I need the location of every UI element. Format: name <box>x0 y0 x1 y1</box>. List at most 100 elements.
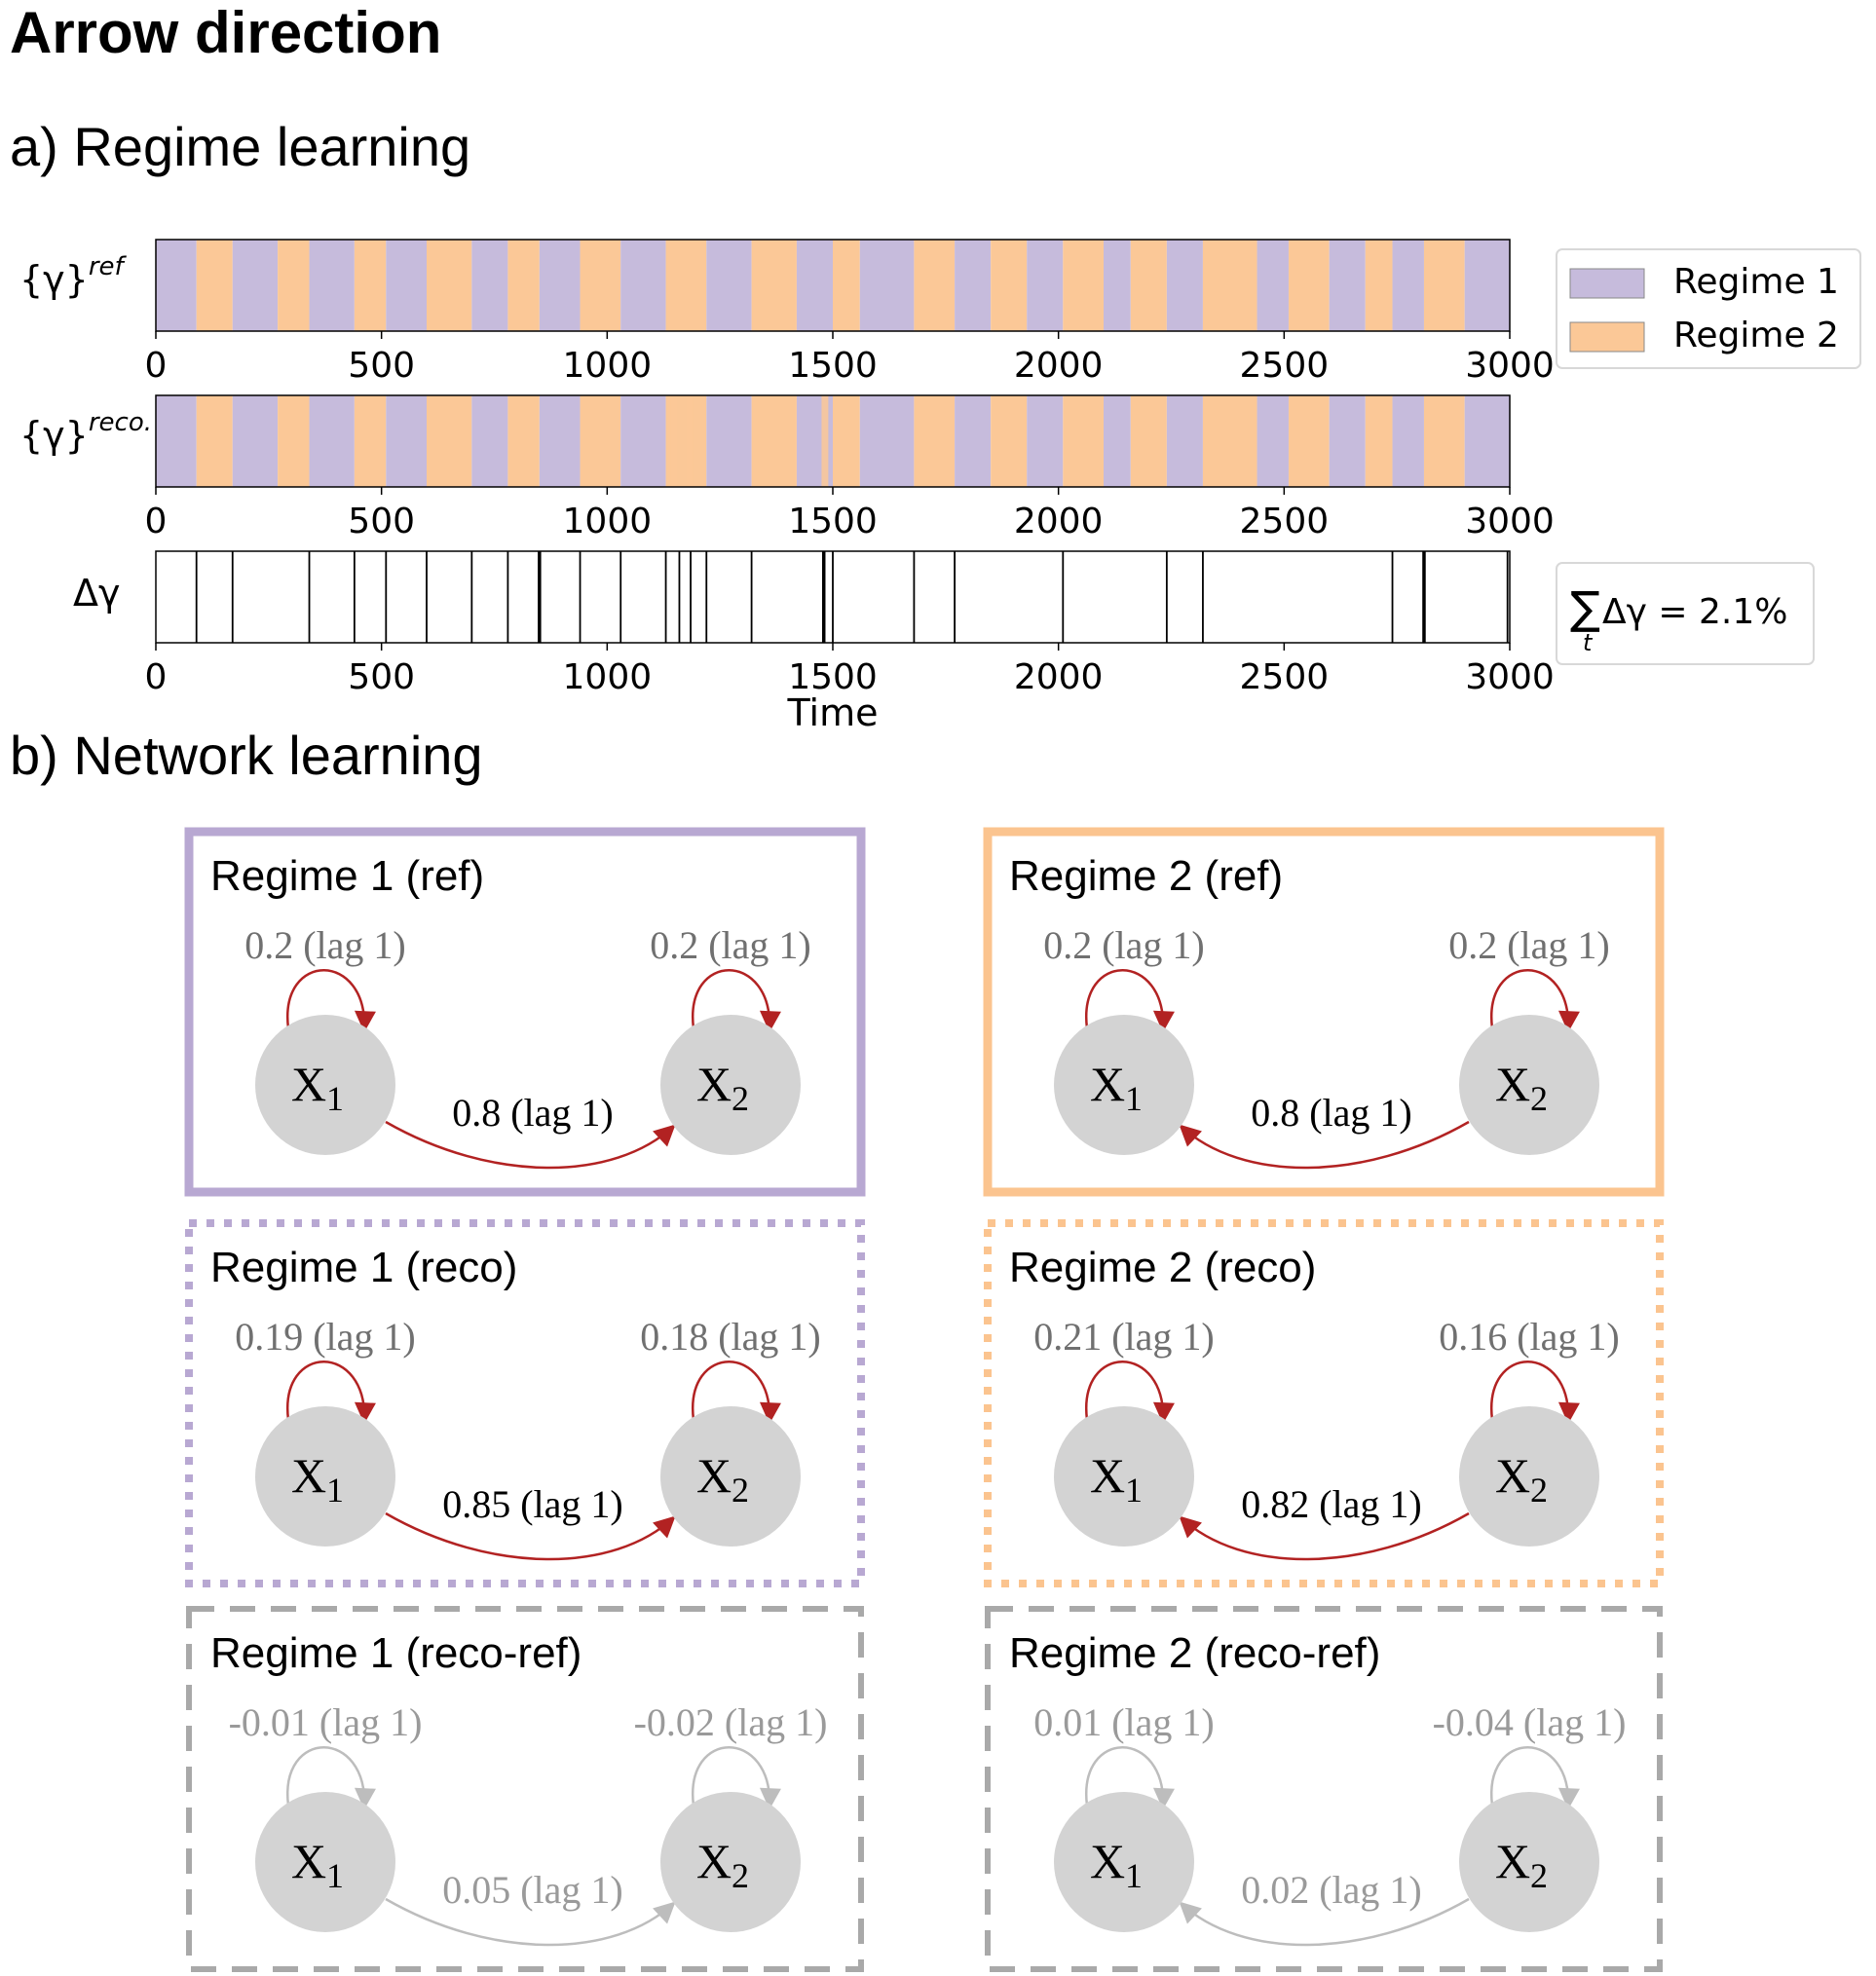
cross-edge-label: 0.8 (lag 1) <box>452 1091 614 1135</box>
cross-edge-label: 0.02 (lag 1) <box>1241 1868 1422 1912</box>
section-b-heading: b) Network learning <box>10 725 483 786</box>
regime-segment <box>1130 240 1167 331</box>
self-loop-edge <box>1490 1361 1580 1425</box>
network-node <box>1054 1406 1194 1547</box>
cross-edge-label: 0.05 (lag 1) <box>442 1868 623 1912</box>
regime-mismatch-segment <box>670 395 678 487</box>
legend-label-regime2: Regime 2 <box>1673 316 1839 355</box>
self-loop-label: 0.01 (lag 1) <box>1033 1700 1215 1744</box>
x-tick-label: 0 <box>145 657 168 697</box>
regime-segment <box>955 395 992 487</box>
regime-segment <box>507 240 540 331</box>
regime-segment <box>196 395 233 487</box>
self-loop-label: 0.2 (lag 1) <box>244 923 406 967</box>
panel-frame <box>984 1219 1664 1587</box>
x-tick-label: 1000 <box>563 657 653 697</box>
x-tick-label: 2500 <box>1240 346 1330 386</box>
regime-segment <box>354 395 387 487</box>
network-node <box>255 1406 395 1547</box>
self-loop-label: 0.21 (lag 1) <box>1033 1315 1215 1359</box>
self-loop-label: 0.2 (lag 1) <box>650 923 811 967</box>
network-node <box>1459 1406 1599 1547</box>
x-tick-label: 3000 <box>1465 657 1555 697</box>
self-loop-edge <box>1085 1746 1175 1810</box>
cross-edge <box>385 1120 676 1170</box>
network-node <box>660 1406 801 1547</box>
regime-segment <box>620 395 666 487</box>
node-subscript: 1 <box>326 1471 344 1510</box>
regime-mismatch-segment <box>686 395 694 487</box>
network-panel: Regime 2 (reco)0.21 (lag 1)0.16 (lag 1)0… <box>984 1219 1664 1587</box>
regime-segment <box>833 240 860 331</box>
panel-title: Regime 1 (reco-ref) <box>210 1629 582 1677</box>
regime-segment <box>1130 395 1167 487</box>
x-tick-label: 1500 <box>788 657 878 697</box>
regime-segment <box>1063 395 1104 487</box>
regime-segment <box>471 240 508 331</box>
network-node <box>255 1015 395 1155</box>
regime-segment <box>580 395 621 487</box>
regime-segment <box>1365 240 1393 331</box>
network-node <box>660 1015 801 1155</box>
self-loop-edge <box>1490 1746 1580 1810</box>
regime-segment <box>914 395 956 487</box>
regime-segment <box>1464 395 1510 487</box>
reco-regime-track <box>155 394 1511 488</box>
node-label: X1 <box>1090 1834 1143 1895</box>
regime-segment <box>1423 240 1465 331</box>
panel-title: Regime 2 (reco-ref) <box>1009 1629 1380 1677</box>
network-node <box>255 1792 395 1932</box>
page-title: Arrow direction <box>10 0 441 65</box>
sum-subscript: t <box>1583 629 1594 656</box>
regime-segment <box>620 240 666 331</box>
node-subscript: 1 <box>326 1856 344 1895</box>
regime-segment <box>232 395 279 487</box>
self-loop-edge <box>286 1746 376 1810</box>
regime-segment <box>539 395 581 487</box>
panel-title: Regime 1 (reco) <box>210 1244 517 1291</box>
regime-segment <box>833 395 860 487</box>
regime-segment <box>1202 395 1257 487</box>
self-loop-label: 0.2 (lag 1) <box>1043 923 1205 967</box>
network-node <box>1459 1015 1599 1155</box>
x-tick-label: 1000 <box>563 502 653 541</box>
x-tick-label: 2500 <box>1240 657 1330 697</box>
regime-segment <box>991 240 1028 331</box>
regime-segment <box>1365 395 1393 487</box>
self-loop-label: -0.02 (lag 1) <box>634 1700 828 1744</box>
panel-frame <box>983 827 1665 1197</box>
cross-edge-label: 0.8 (lag 1) <box>1251 1091 1412 1135</box>
x-tick-label: 2500 <box>1240 502 1330 541</box>
regime-segment <box>751 240 797 331</box>
regime-segment <box>1257 240 1289 331</box>
cross-edge <box>1179 1120 1470 1170</box>
regime-segment <box>156 395 197 487</box>
regime-segment <box>232 240 279 331</box>
legend: Regime 1 Regime 2 <box>1556 248 1861 369</box>
legend-swatch-regime2 <box>1569 321 1645 353</box>
regime-segment <box>1329 395 1366 487</box>
regime-segment <box>1288 240 1330 331</box>
self-loop-edge <box>1085 1361 1175 1425</box>
network-panel: Regime 2 (ref)0.2 (lag 1)0.2 (lag 1)0.8 … <box>983 827 1665 1197</box>
regime-segment <box>1166 240 1203 331</box>
x-tick-label: 0 <box>145 346 168 386</box>
network-node <box>660 1792 801 1932</box>
cross-edge <box>385 1897 676 1947</box>
regime-segment <box>914 240 956 331</box>
regime-segment <box>955 240 992 331</box>
regime-segment <box>859 395 915 487</box>
network-panel: Regime 2 (reco-ref) 0.01 (lag 1) -0.04 (la… <box>985 1606 1663 1972</box>
panel-frame <box>184 827 866 1197</box>
regime-segment <box>1166 395 1203 487</box>
node-subscript: 2 <box>732 1079 749 1118</box>
panel-title: Regime 2 (ref) <box>1009 852 1283 900</box>
regime-segment <box>427 240 472 331</box>
x-tick-label: 2000 <box>1014 502 1104 541</box>
self-loop-label: -0.04 (lag 1) <box>1433 1700 1627 1744</box>
self-loop-label: 0.16 (lag 1) <box>1439 1315 1620 1359</box>
regime-segment <box>706 240 752 331</box>
x-tick-label: 3000 <box>1465 346 1555 386</box>
regime-segment <box>507 395 540 487</box>
